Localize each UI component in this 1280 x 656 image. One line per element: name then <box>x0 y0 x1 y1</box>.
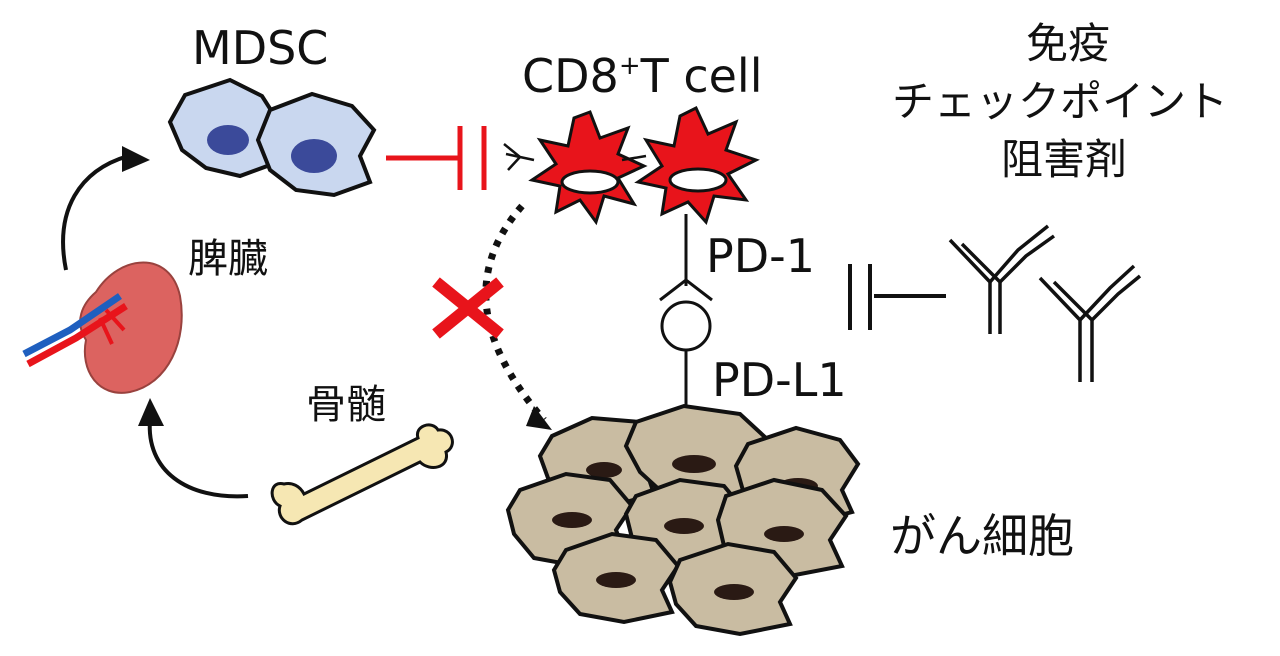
cd8-superscript: + <box>619 51 641 81</box>
cancer-cells <box>505 403 861 637</box>
blocked-attack-arrow <box>482 203 547 423</box>
mdsc-nucleus <box>291 139 337 173</box>
blocked-cross-icon <box>432 277 504 339</box>
cancer-cell <box>551 531 681 625</box>
pdl1-label: PD-L1 <box>712 353 847 407</box>
cd8-t-cells <box>503 105 760 226</box>
antibody-icon <box>1038 264 1142 382</box>
bone-icon <box>270 423 454 526</box>
mdsc-cells <box>167 77 377 198</box>
mdsc-nucleus <box>207 125 249 155</box>
cd8-prefix: CD8 <box>522 49 619 103</box>
checkpoint-inhibitor-line1: 免疫 <box>1026 19 1110 68</box>
spleen-label: 脾臓 <box>188 236 268 282</box>
mdsc-inhibition-symbol <box>386 126 487 190</box>
cd8-t-cell-label: CD8+T cell <box>522 49 762 103</box>
cd8-suffix: T cell <box>640 49 763 103</box>
cancer-cell <box>667 541 799 637</box>
bone-to-spleen-arrowhead <box>138 398 164 426</box>
antibody-icon <box>948 224 1056 334</box>
pd1-label: PD-1 <box>706 229 815 283</box>
checkpoint-inhibitor-line3: 阻害剤 <box>1001 135 1127 184</box>
cancer-cells-label: がん細胞 <box>890 509 1074 563</box>
checkpoint-inhibitor-line2: チェックポイント <box>892 77 1228 126</box>
antibody-inhibition-symbol <box>848 264 946 330</box>
t-cell <box>621 105 760 225</box>
spleen-to-mdsc-arrowhead <box>122 146 150 172</box>
blocked-attack-arrowhead <box>526 406 552 430</box>
spleen-icon <box>22 261 183 394</box>
mdsc-label: MDSC <box>192 21 328 75</box>
t-cell <box>503 110 648 226</box>
spleen-to-mdsc-arrow <box>61 154 129 271</box>
bone-marrow-label: 骨髄 <box>306 382 386 428</box>
bone-to-spleen-arrow <box>147 419 249 499</box>
pd1-pdl1-axis <box>659 214 713 412</box>
